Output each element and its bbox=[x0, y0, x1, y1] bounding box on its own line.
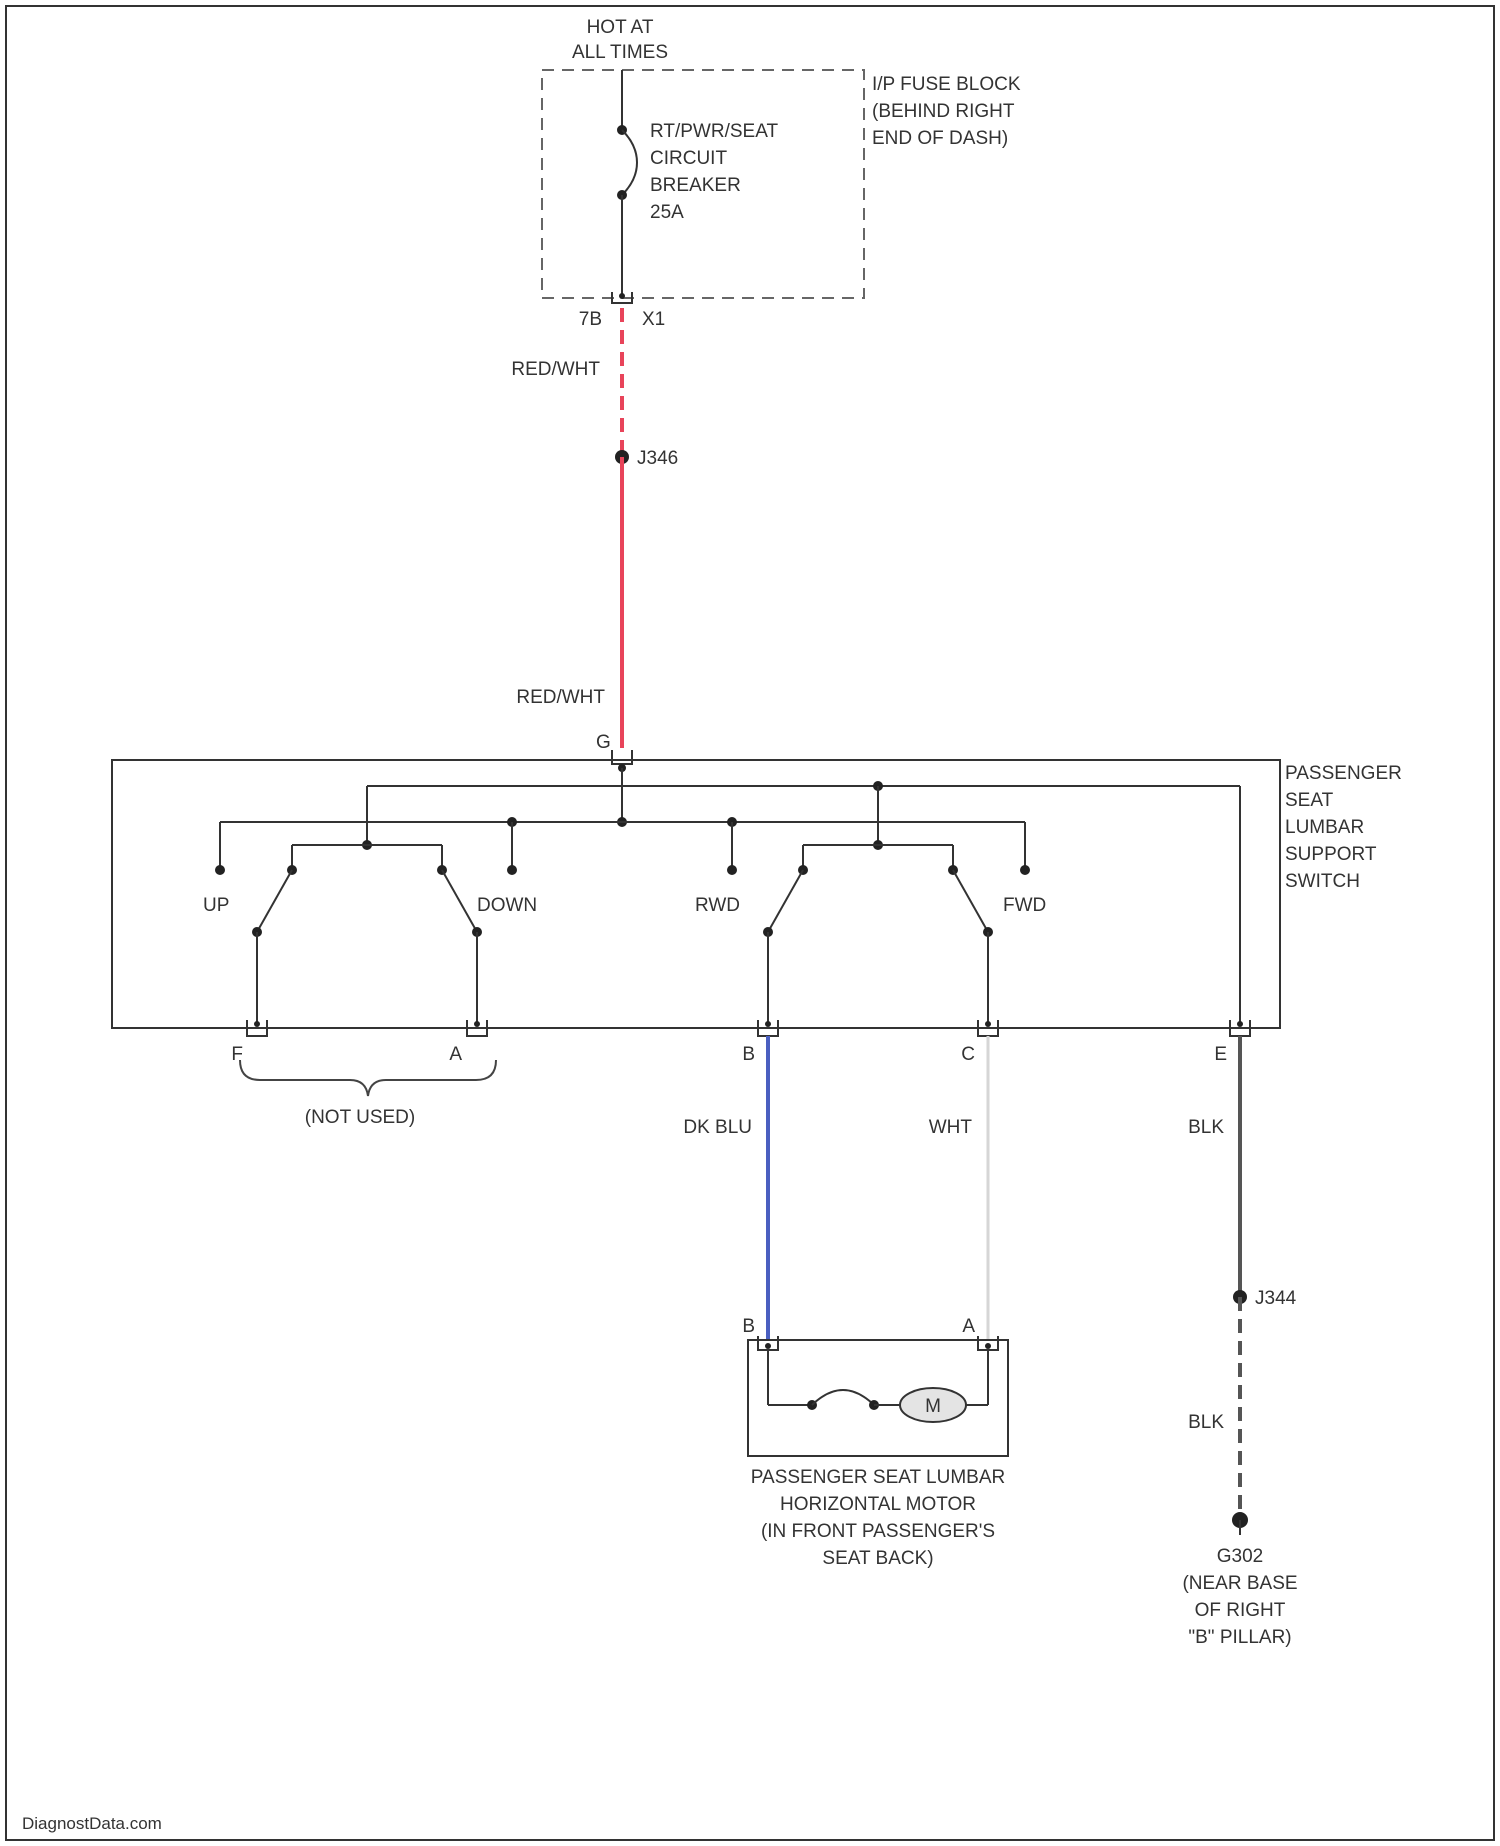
lumbar-horizontal-motor bbox=[748, 1340, 1008, 1456]
not-used-label: (NOT USED) bbox=[305, 1107, 415, 1128]
svg-text:(NEAR BASE: (NEAR BASE bbox=[1182, 1573, 1297, 1594]
svg-text:(IN FRONT PASSENGER'S: (IN FRONT PASSENGER'S bbox=[761, 1521, 995, 1542]
svg-text:CIRCUIT: CIRCUIT bbox=[650, 148, 727, 169]
wht-label: WHT bbox=[929, 1117, 973, 1138]
circuit-breaker-label: RT/PWR/SEAT CIRCUIT BREAKER 25A bbox=[650, 121, 778, 223]
motor-name-label: PASSENGER SEAT LUMBAR HORIZONTAL MOTOR (… bbox=[751, 1467, 1005, 1569]
dk-blu-label: DK BLU bbox=[683, 1117, 752, 1138]
pin-x1-label: X1 bbox=[642, 309, 665, 330]
motor-symbol-letter: M bbox=[925, 1396, 941, 1417]
svg-text:OF RIGHT: OF RIGHT bbox=[1195, 1600, 1286, 1621]
svg-text:PASSENGER SEAT LUMBAR: PASSENGER SEAT LUMBAR bbox=[751, 1467, 1005, 1488]
svg-text:(BEHIND RIGHT: (BEHIND RIGHT bbox=[872, 101, 1015, 122]
pin-7b-label: 7B bbox=[579, 309, 602, 330]
ground-label: G302 (NEAR BASE OF RIGHT "B" PILLAR) bbox=[1182, 1546, 1297, 1648]
svg-text:HOT AT: HOT AT bbox=[587, 17, 654, 38]
blk-label-lower: BLK bbox=[1188, 1412, 1224, 1433]
hot-at-all-times-label: HOT AT ALL TIMES bbox=[572, 17, 668, 63]
svg-text:SEAT: SEAT bbox=[1285, 790, 1334, 811]
pin-e-label: E bbox=[1214, 1044, 1227, 1065]
blk-label-upper: BLK bbox=[1188, 1117, 1224, 1138]
svg-text:I/P FUSE BLOCK: I/P FUSE BLOCK bbox=[872, 74, 1021, 95]
svg-text:RT/PWR/SEAT: RT/PWR/SEAT bbox=[650, 121, 778, 142]
svg-text:G302: G302 bbox=[1217, 1546, 1263, 1567]
splice-j346-label: J346 bbox=[637, 448, 678, 469]
not-used-brace bbox=[240, 1060, 496, 1096]
ground-g302 bbox=[1232, 1512, 1248, 1535]
svg-text:SWITCH: SWITCH bbox=[1285, 871, 1360, 892]
splice-j344-label: J344 bbox=[1255, 1288, 1297, 1309]
motor-connectors bbox=[758, 1336, 998, 1350]
svg-text:BREAKER: BREAKER bbox=[650, 175, 741, 196]
svg-text:"B" PILLAR): "B" PILLAR) bbox=[1188, 1627, 1291, 1648]
motor-pin-a-label: A bbox=[962, 1316, 975, 1337]
passenger-seat-lumbar-switch bbox=[112, 760, 1280, 1028]
motor-pin-b-label: B bbox=[742, 1316, 755, 1337]
pin-b-label: B bbox=[742, 1044, 755, 1065]
switch-label-down: DOWN bbox=[477, 895, 537, 916]
svg-text:LUMBAR: LUMBAR bbox=[1285, 817, 1364, 838]
svg-text:SUPPORT: SUPPORT bbox=[1285, 844, 1377, 865]
watermark: DiagnostData.com bbox=[22, 1814, 162, 1833]
pin-c-label: C bbox=[961, 1044, 975, 1065]
switch-name-label: PASSENGER SEAT LUMBAR SUPPORT SWITCH bbox=[1285, 763, 1402, 892]
svg-text:25A: 25A bbox=[650, 202, 684, 223]
pin-a-label: A bbox=[449, 1044, 462, 1065]
switch-label-fwd: FWD bbox=[1003, 895, 1046, 916]
svg-text:ALL TIMES: ALL TIMES bbox=[572, 42, 668, 63]
pin-f-label: F bbox=[231, 1044, 243, 1065]
switch-label-rwd: RWD bbox=[695, 895, 740, 916]
circuit-breaker bbox=[617, 125, 637, 200]
pin-g-label: G bbox=[596, 732, 611, 753]
svg-text:HORIZONTAL MOTOR: HORIZONTAL MOTOR bbox=[780, 1494, 976, 1515]
svg-text:SEAT BACK): SEAT BACK) bbox=[822, 1548, 933, 1569]
diagram-frame bbox=[6, 6, 1494, 1840]
svg-text:END OF DASH): END OF DASH) bbox=[872, 128, 1008, 149]
red-wht-label-top: RED/WHT bbox=[511, 359, 600, 380]
svg-text:PASSENGER: PASSENGER bbox=[1285, 763, 1402, 784]
switch-label-up: UP bbox=[203, 895, 229, 916]
fuse-block-label: I/P FUSE BLOCK (BEHIND RIGHT END OF DASH… bbox=[872, 74, 1021, 149]
red-wht-label-bottom: RED/WHT bbox=[516, 687, 605, 708]
